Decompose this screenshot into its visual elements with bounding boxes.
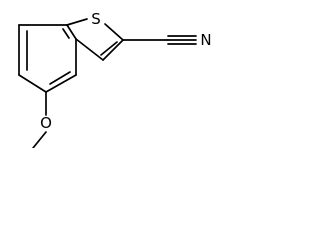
bond-c7a-s1	[66, 18, 88, 26]
double-bond-c5-c4	[49, 71, 71, 85]
molecule-structure: S N O	[18, 10, 212, 148]
bond-c3a-c7a	[66, 24, 77, 40]
bond-c2-c3	[102, 39, 124, 61]
double-bond-c3a-c7a	[62, 28, 70, 39]
bond-o-ch3	[32, 131, 47, 148]
bond-c3-c3a	[75, 38, 104, 61]
double-bond-c2-c3	[100, 41, 118, 56]
structure-canvas: S N O	[0, 0, 222, 148]
bond-c6-c5	[18, 74, 47, 93]
nitrogen-label: N	[200, 31, 211, 49]
sulfur-label: S	[91, 10, 101, 28]
oxygen-label: O	[40, 114, 52, 132]
bond-s1-c2	[104, 23, 124, 41]
bond-c5-c4	[45, 74, 77, 93]
